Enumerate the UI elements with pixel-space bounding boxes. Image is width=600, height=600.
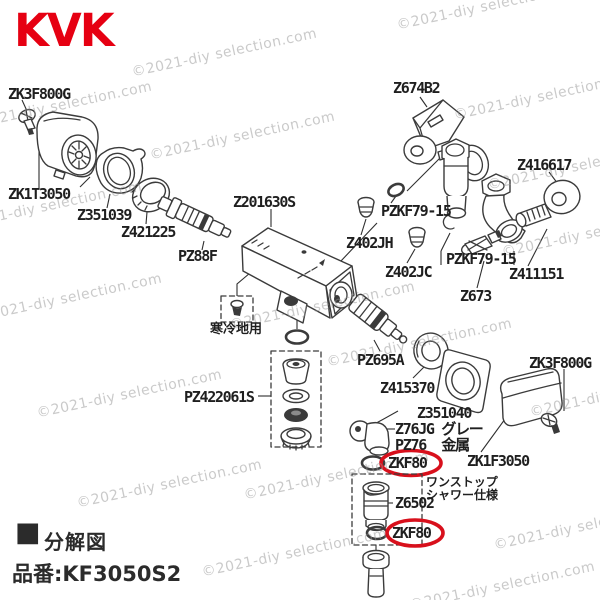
annotation-one-stop-line1: ワンストップ	[426, 475, 498, 489]
part-label-packing-set-b: PZKF79-15	[446, 250, 517, 268]
part-label-crank-leg: Z411151	[509, 265, 564, 283]
section-title: 分解図	[44, 530, 107, 554]
part-screw-right	[540, 412, 560, 434]
part-label-plug-cold: Z402JC	[385, 263, 433, 281]
part-plug-z402jh	[357, 196, 375, 218]
part-label-cartridge-thermo: PZ88F	[178, 247, 218, 265]
highlight-oval-lower	[385, 518, 445, 548]
part-label-ring-escutcheon: Z351039	[77, 206, 132, 224]
part-cold-region-plug	[220, 295, 254, 323]
part-check-valve-z673	[460, 230, 502, 255]
part-oring-zkf80-upper	[360, 455, 386, 471]
brand-logo: KVK	[14, 4, 115, 57]
part-nozzle	[362, 549, 390, 598]
part-label-check-valve: Z673	[460, 287, 492, 305]
part-label-packing-set-a: PZKF79-15	[381, 202, 452, 220]
leader-lines	[21, 96, 565, 551]
part-adapter-z6502	[351, 473, 423, 546]
part-disc-z416617	[543, 179, 581, 215]
part-oring-pzkf79-a	[387, 182, 405, 198]
part-label-body: Z201630S	[233, 193, 296, 211]
part-label-oring-lower: ZKF80	[392, 524, 432, 542]
part-crank-z411151	[481, 173, 552, 244]
part-label-seal-disc: Z416617	[517, 156, 572, 174]
part-label-screw-left: ZK3F800G	[8, 85, 71, 103]
part-elbow-z76jg	[349, 420, 390, 456]
part-label-elbow-gray: Z76JG グレー	[395, 420, 484, 438]
part-clip-pzkf79-b	[442, 214, 455, 230]
part-label-screw-right: ZK3F800G	[529, 354, 592, 372]
part-label-escutcheon-plate: Z351040	[417, 404, 472, 422]
part-cartridge-pz695a	[348, 293, 408, 344]
part-handle-right	[499, 367, 563, 427]
part-label-plug-hot: Z402JH	[346, 234, 394, 252]
part-label-elbow-metal: PZ76 金属	[395, 436, 470, 454]
part-label-handle-left: ZK1T3050	[8, 185, 71, 203]
part-screw-left	[18, 108, 36, 135]
part-crank-upper	[441, 138, 490, 219]
annotation-cold-region: 寒冷地用	[210, 322, 263, 337]
part-ring-z351039	[95, 146, 146, 194]
part-label-elbow-top: Z674B2	[393, 79, 441, 97]
part-seal-set-pz422061s	[270, 350, 322, 451]
part-cartridge-pz88f	[157, 196, 232, 238]
part-oring-under-body	[284, 329, 310, 345]
part-label-ring-nut: Z421225	[121, 223, 176, 241]
part-body-z201630s	[241, 227, 358, 324]
part-label-oring-upper: ZKF80	[388, 454, 428, 472]
part-handle-left	[36, 111, 99, 180]
part-label-adapter-onestop: Z6502	[395, 494, 435, 512]
section-marker: ■	[15, 517, 41, 548]
part-plate-z351040	[436, 349, 491, 414]
model-caption: 品番:KF3050S2	[12, 562, 182, 586]
annotation-one-stop-line2: シャワー仕様	[426, 488, 499, 502]
part-label-handle-right: ZK1F3050	[467, 452, 530, 470]
part-label-wave-washer: Z415370	[380, 379, 435, 397]
highlight-oval-upper	[379, 448, 443, 478]
part-label-spout-seal-set: PZ422061S	[184, 388, 255, 406]
part-label-cartridge-switch: PZ695A	[357, 351, 405, 369]
part-plug-z402jc	[408, 226, 426, 248]
part-elbow-z674b2	[403, 99, 465, 165]
part-wave-washer-z415370	[413, 332, 449, 370]
